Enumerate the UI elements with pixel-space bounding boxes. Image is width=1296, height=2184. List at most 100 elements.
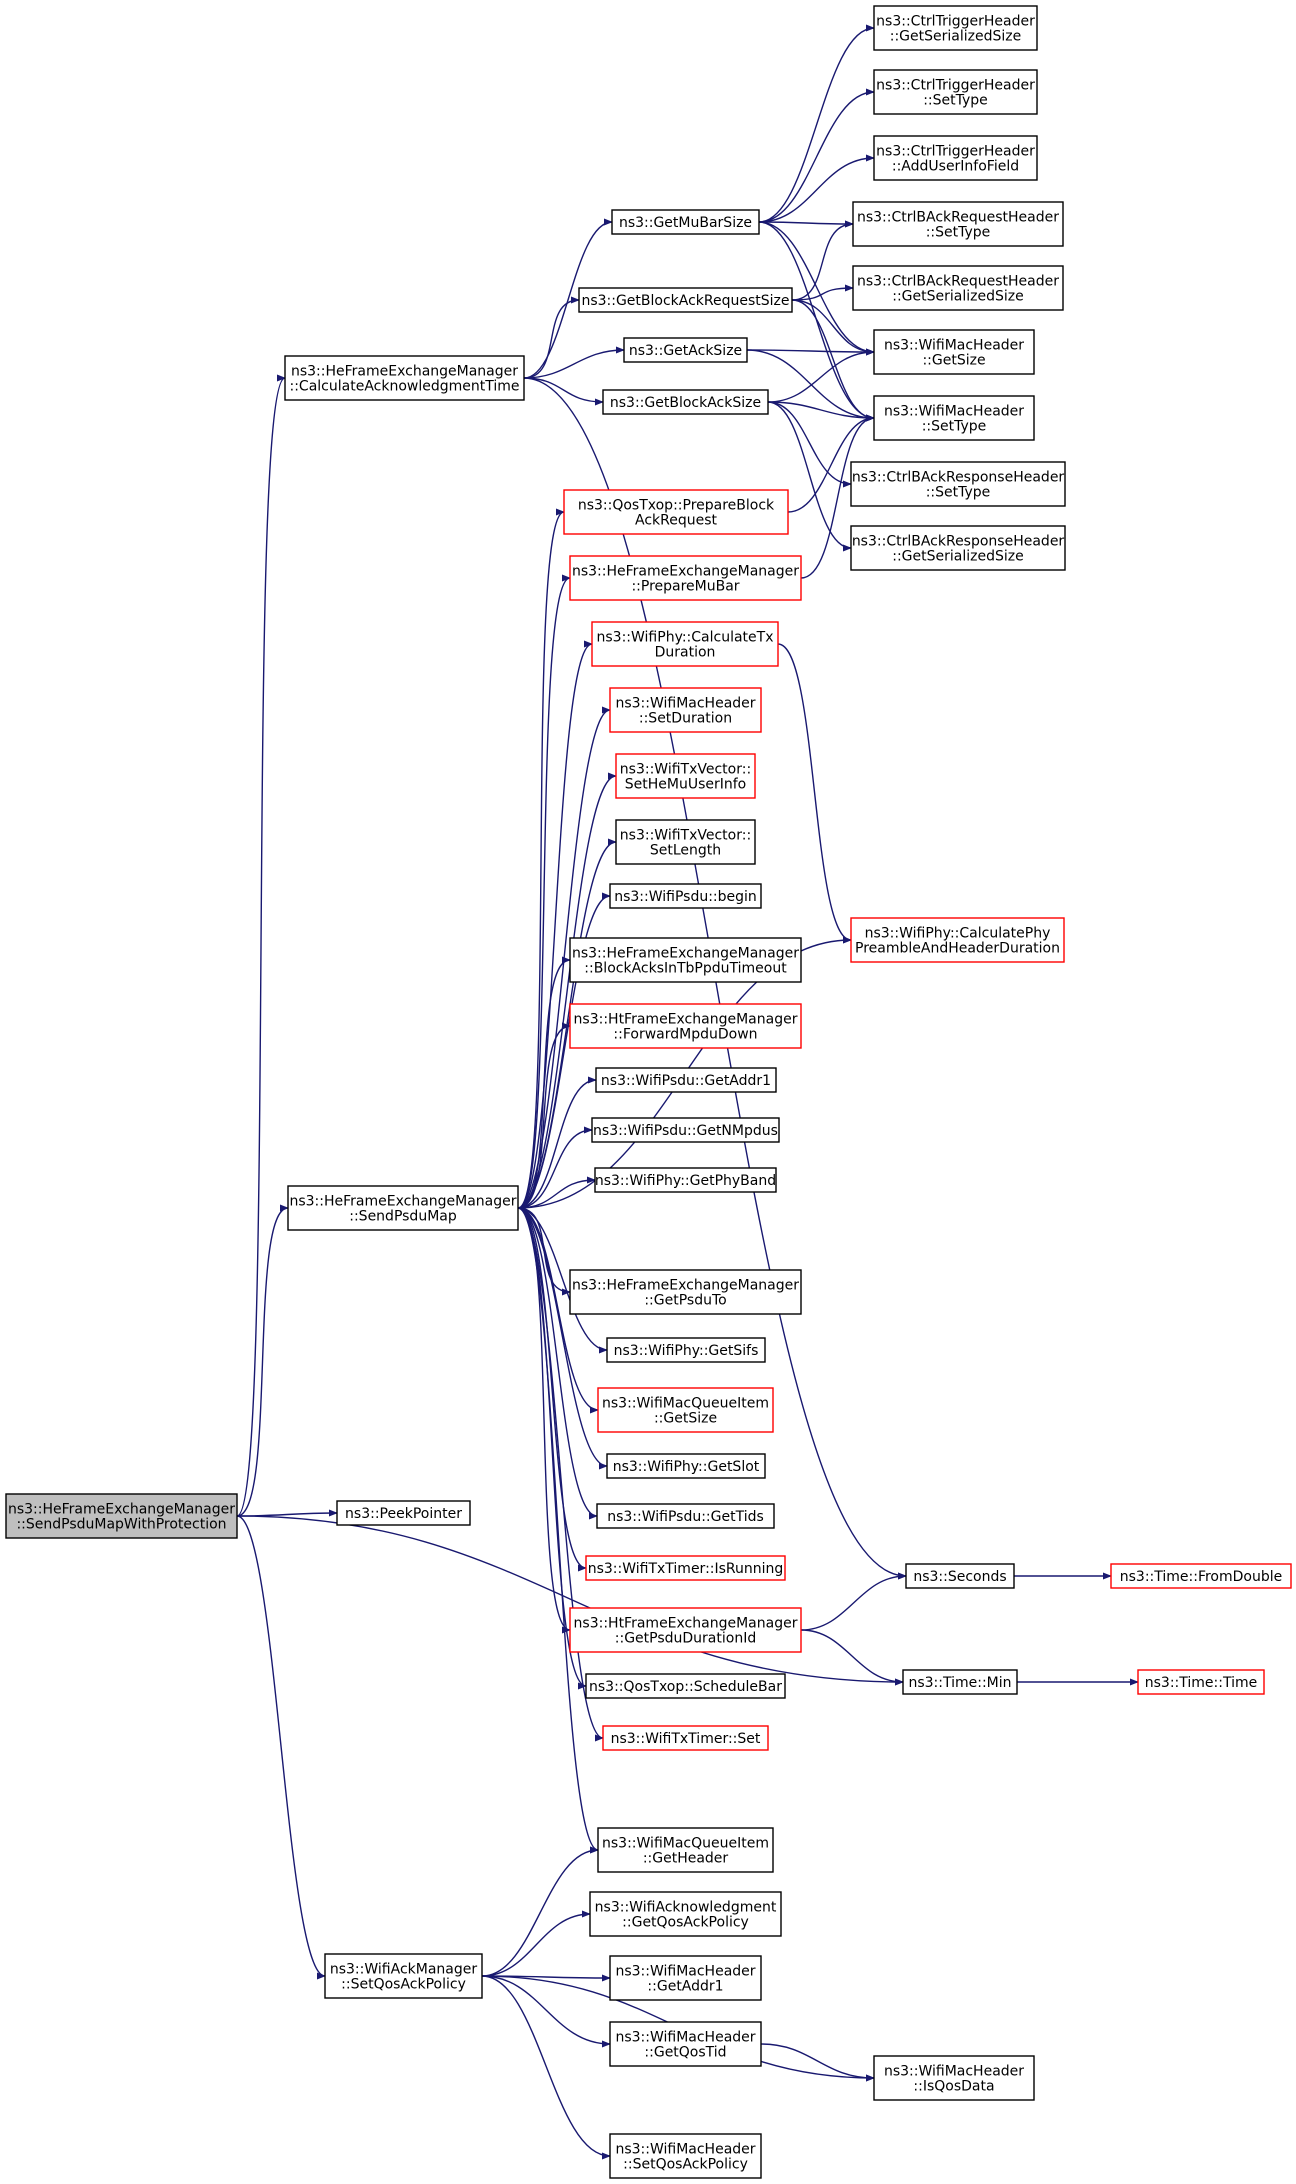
node-box: [1137, 1669, 1265, 1695]
node-label: ::AddUserInfoField: [892, 159, 1019, 175]
graph-node-mac-header-set-qos-ack-policy[interactable]: ns3::WifiMacHeader::SetQosAckPolicy: [609, 2133, 762, 2179]
graph-node-time-min[interactable]: ns3::Time::Min: [902, 1669, 1018, 1695]
graph-node-mac-header-get-qos-tid[interactable]: ns3::WifiMacHeader::GetQosTid: [609, 2021, 762, 2067]
node-label: ::BlockAcksInTbPpduTimeout: [584, 961, 787, 977]
graph-node-ack-get-qos-ack-policy[interactable]: ns3::WifiAcknowledgment::GetQosAckPolicy: [589, 1891, 782, 1937]
graph-node-get-ack-size[interactable]: ns3::GetAckSize: [623, 337, 748, 363]
node-label: ::SetQosAckPolicy: [623, 2157, 748, 2173]
graph-node-phy-get-slot[interactable]: ns3::WifiPhy::GetSlot: [606, 1453, 766, 1479]
graph-node-time-time[interactable]: ns3::Time::Time: [1137, 1669, 1265, 1695]
node-label: ns3::WifiPsdu::GetTids: [607, 1509, 764, 1525]
graph-node-tx-timer-set[interactable]: ns3::WifiTxTimer::Set: [602, 1725, 769, 1751]
node-box: [563, 489, 789, 535]
node-label: ::SetDuration: [639, 711, 732, 727]
edge-send-psdu-map-to-psdu-get-n-mpdus: [517, 1126, 593, 1209]
node-box: [569, 1003, 802, 1049]
graph-node-mac-header-set-type[interactable]: ns3::WifiMacHeader::SetType: [873, 395, 1035, 441]
edge-get-block-ack-size-to-mac-header-get-size: [767, 348, 875, 403]
node-box: [615, 819, 756, 865]
node-label: ns3::GetAckSize: [629, 343, 742, 359]
node-label: AckRequest: [635, 513, 718, 529]
graph-node-tx-vector-set-he-mu-user-info[interactable]: ns3::WifiTxVector::SetHeMuUserInfo: [615, 753, 756, 799]
edge-send-psdu-map-to-he-fem-prepare-mu-bar: [517, 574, 571, 1209]
edge-send-psdu-map-to-phy-get-sifs: [517, 1207, 608, 1354]
node-label: SetHeMuUserInfo: [625, 777, 747, 793]
node-box: [597, 1827, 774, 1873]
node-label: ns3::WifiMacHeader: [615, 2030, 755, 2046]
graph-node-psdu-begin[interactable]: ns3::WifiPsdu::begin: [609, 883, 762, 909]
graph-node-qos-txop-schedule-bar[interactable]: ns3::QosTxop::ScheduleBar: [585, 1673, 786, 1699]
node-box: [609, 1955, 762, 2001]
node-box: [578, 287, 793, 313]
graph-node-peek-pointer[interactable]: ns3::PeekPointer: [336, 1500, 471, 1526]
node-box: [850, 461, 1066, 507]
graph-node-mac-header-get-size[interactable]: ns3::WifiMacHeader::GetSize: [873, 329, 1035, 375]
graph-node-he-fem-block-acks-timeout[interactable]: ns3::HeFrameExchangeManager::BlockAcksIn…: [569, 937, 802, 983]
call-edge: [523, 346, 625, 379]
node-box: [284, 355, 525, 401]
graph-node-ctrl-trigger-get-serialized-size[interactable]: ns3::CtrlTriggerHeader::GetSerializedSiz…: [873, 5, 1038, 51]
graph-node-time-from-double[interactable]: ns3::Time::FromDouble: [1110, 1563, 1292, 1589]
node-label: ns3::WifiPsdu::GetAddr1: [601, 1073, 771, 1089]
node-label: ::SetQosAckPolicy: [341, 1977, 466, 1993]
node-box: [591, 1117, 780, 1143]
graph-node-he-fem-prepare-mu-bar[interactable]: ns3::HeFrameExchangeManager::PrepareMuBa…: [569, 555, 802, 601]
graph-node-psdu-get-tids[interactable]: ns3::WifiPsdu::GetTids: [596, 1503, 775, 1529]
graph-node-ctrl-bar-get-serialized-size[interactable]: ns3::CtrlBAckRequestHeader::GetSerialize…: [852, 265, 1064, 311]
call-edge: [787, 414, 875, 513]
graph-node-tx-vector-set-length[interactable]: ns3::WifiTxVector::SetLength: [615, 819, 756, 865]
graph-node-ctrl-ba-response-set-type[interactable]: ns3::CtrlBAckResponseHeader::SetType: [850, 461, 1066, 507]
graph-node-phy-get-phy-band[interactable]: ns3::WifiPhy::GetPhyBand: [594, 1167, 777, 1193]
node-label: ::GetQosTid: [644, 2045, 726, 2061]
node-box: [611, 209, 760, 235]
graph-node-mac-header-is-qos-data[interactable]: ns3::WifiMacHeader::IsQosData: [873, 2055, 1035, 2101]
graph-node-tx-timer-is-running[interactable]: ns3::WifiTxTimer::IsRunning: [585, 1555, 786, 1581]
graph-node-mac-header-set-duration[interactable]: ns3::WifiMacHeader::SetDuration: [609, 687, 762, 733]
graph-node-queue-item-get-size[interactable]: ns3::WifiMacQueueItem::GetSize: [597, 1387, 774, 1433]
graph-node-send-psdu-map[interactable]: ns3::HeFrameExchangeManager::SendPsduMap: [287, 1185, 519, 1231]
edge-he-fem-prepare-mu-bar-to-mac-header-set-type: [800, 414, 875, 579]
graph-node-seconds[interactable]: ns3::Seconds: [905, 1563, 1015, 1589]
node-box: [594, 1167, 777, 1193]
graph-node-psdu-get-n-mpdus[interactable]: ns3::WifiPsdu::GetNMpdus: [591, 1117, 780, 1143]
node-label: ns3::WifiPsdu::begin: [614, 889, 757, 905]
graph-node-ctrl-trigger-set-type[interactable]: ns3::CtrlTriggerHeader::SetType: [873, 69, 1038, 115]
call-edge: [517, 508, 565, 1209]
edge-mac-header-get-qos-tid-to-mac-header-is-qos-data: [760, 2043, 875, 2082]
node-label: ns3::WifiTxVector::: [620, 762, 751, 778]
graph-node-get-block-ack-size[interactable]: ns3::GetBlockAckSize: [602, 389, 769, 415]
graph-node-ht-fem-forward-mpdu-down[interactable]: ns3::HtFrameExchangeManager::ForwardMpdu…: [569, 1003, 802, 1049]
graph-node-queue-item-get-header[interactable]: ns3::WifiMacQueueItem::GetHeader: [597, 1827, 774, 1873]
graph-node-phy-get-sifs[interactable]: ns3::WifiPhy::GetSifs: [606, 1337, 766, 1363]
graph-node-calc-ack-time[interactable]: ns3::HeFrameExchangeManager::CalculateAc…: [284, 355, 525, 401]
graph-node-set-qos-ack-policy[interactable]: ns3::WifiAckManager::SetQosAckPolicy: [324, 1953, 483, 1999]
node-box: [1110, 1563, 1292, 1589]
node-label: ns3::Time::Time: [1145, 1675, 1257, 1691]
graph-node-ctrl-ba-response-get-serialized-size[interactable]: ns3::CtrlBAckResponseHeader::GetSerializ…: [850, 525, 1066, 571]
node-box: [615, 753, 756, 799]
graph-node-phy-calc-preamble-header-duration[interactable]: ns3::WifiPhy::CalculatePhyPreambleAndHea…: [850, 917, 1065, 963]
graph-node-mac-header-get-addr1[interactable]: ns3::WifiMacHeader::GetAddr1: [609, 1955, 762, 2001]
graph-node-he-fem-get-psdu-to[interactable]: ns3::HeFrameExchangeManager::GetPsduTo: [569, 1269, 802, 1315]
graph-node-root[interactable]: ns3::HeFrameExchangeManager::SendPsduMap…: [5, 1493, 238, 1539]
edge-get-mu-bar-size-to-mac-header-get-size: [758, 221, 875, 356]
node-box: [336, 1500, 471, 1526]
graph-node-get-block-ack-request-size[interactable]: ns3::GetBlockAckRequestSize: [578, 287, 793, 313]
graph-node-psdu-get-addr1[interactable]: ns3::WifiPsdu::GetAddr1: [595, 1067, 777, 1093]
node-label: ns3::WifiMacHeader: [615, 1964, 755, 1980]
call-edge: [760, 2043, 875, 2082]
node-label: ns3::WifiAckManager: [330, 1962, 477, 1978]
node-label: ns3::PeekPointer: [345, 1506, 462, 1522]
node-label: ns3::WifiPhy::CalculateTx: [597, 630, 774, 646]
node-label: ::IsQosData: [913, 2079, 994, 2095]
graph-node-ht-fem-get-psdu-duration-id[interactable]: ns3::HtFrameExchangeManager::GetPsduDura…: [569, 1607, 802, 1653]
node-label: ns3::HeFrameExchangeManager: [572, 564, 799, 580]
node-box: [852, 201, 1064, 247]
graph-node-ctrl-trigger-add-user-info[interactable]: ns3::CtrlTriggerHeader::AddUserInfoField: [873, 135, 1038, 181]
graph-node-ctrl-bar-set-type[interactable]: ns3::CtrlBAckRequestHeader::SetType: [852, 201, 1064, 247]
graph-node-get-mu-bar-size[interactable]: ns3::GetMuBarSize: [611, 209, 760, 235]
edge-send-psdu-map-to-tx-timer-set: [517, 1207, 604, 1742]
call-edge: [758, 220, 854, 228]
